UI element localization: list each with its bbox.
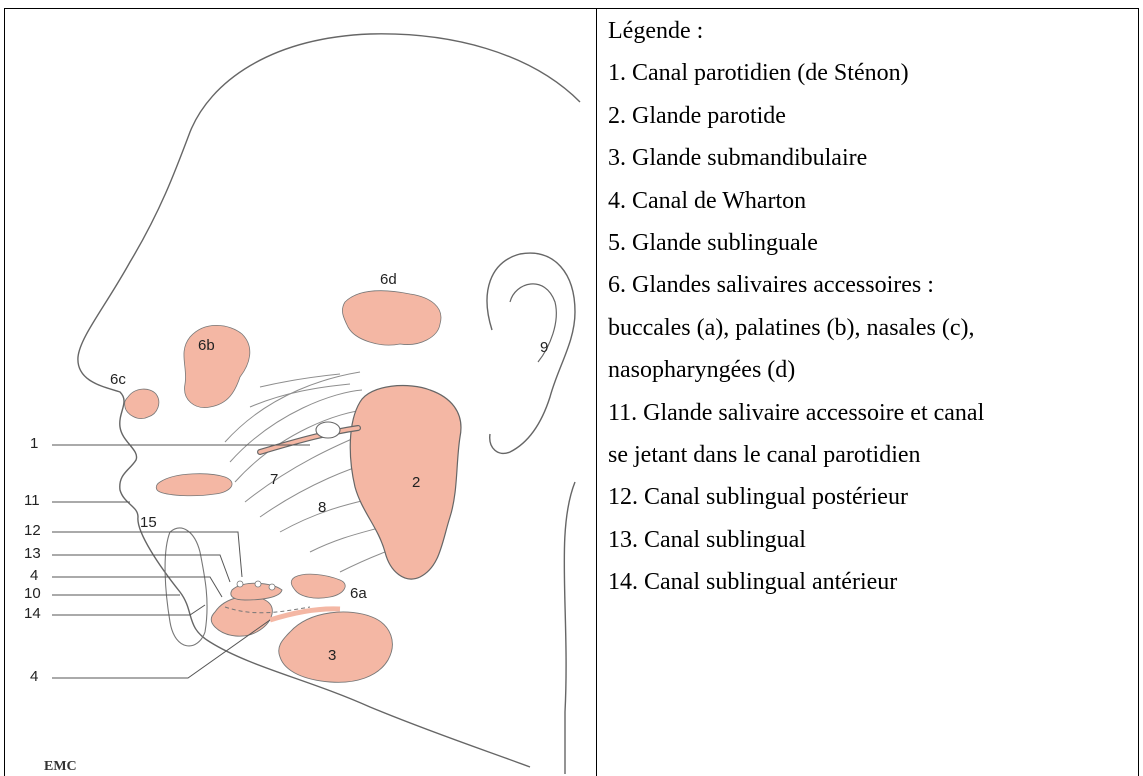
- sublingual-duct-opening: [269, 584, 275, 590]
- legend-item-11-cont: se jetant dans le canal parotidien: [608, 434, 1134, 476]
- label-14: 14: [24, 605, 41, 622]
- legend-title: Légende :: [608, 10, 1134, 52]
- label-4: 4: [30, 567, 38, 584]
- legend-item-5: 5. Glande sublinguale: [608, 222, 1134, 264]
- gland-6d: [342, 291, 441, 345]
- table-right-border: [1138, 8, 1139, 776]
- legend-item-1: 1. Canal parotidien (de Sténon): [608, 52, 1134, 94]
- ear-outline: [487, 253, 575, 453]
- table-column-divider: [596, 8, 597, 776]
- label-13: 13: [24, 545, 41, 562]
- label-6d: 6d: [380, 271, 397, 288]
- gland-6c: [125, 389, 159, 418]
- label-11: 11: [24, 492, 40, 509]
- accessory-parotid: [316, 422, 340, 438]
- table-top-border: [4, 8, 1138, 9]
- label-9: 9: [540, 339, 548, 356]
- legend-item-6: 6. Glandes salivaires accessoires :: [608, 264, 1134, 306]
- label-3: 3: [328, 647, 336, 664]
- parotid-duct-inner: [260, 428, 358, 452]
- label-1: 1: [30, 435, 38, 452]
- sublingual-gland: [211, 596, 272, 636]
- label-6b: 6b: [198, 337, 215, 354]
- label-6c: 6c: [110, 371, 126, 388]
- mandible-outline: [165, 528, 207, 646]
- gland-6b: [184, 325, 250, 407]
- legend-item-6-cont-2: nasopharyngées (d): [608, 349, 1134, 391]
- parotid-gland: [350, 386, 461, 579]
- legend-item-6-cont-1: buccales (a), palatines (b), nasales (c)…: [608, 307, 1134, 349]
- emc-logo: EMC: [44, 759, 77, 774]
- legend-item-2: 2. Glande parotide: [608, 95, 1134, 137]
- label-8: 8: [318, 499, 326, 516]
- label-6a: 6a: [350, 585, 367, 602]
- legend-item-14: 14. Canal sublingual antérieur: [608, 561, 1134, 603]
- label-7: 7: [270, 471, 278, 488]
- legend-item-13: 13. Canal sublingual: [608, 519, 1134, 561]
- label-15: 15: [140, 514, 157, 531]
- legend-item-11: 11. Glande salivaire accessoire et canal: [608, 392, 1134, 434]
- sublingual-duct-opening: [255, 581, 261, 587]
- legend-item-4: 4. Canal de Wharton: [608, 180, 1134, 222]
- legend-item-3: 3. Glande submandibulaire: [608, 137, 1134, 179]
- gland-6a: [291, 574, 345, 598]
- legend-item-12: 12. Canal sublingual postérieur: [608, 476, 1134, 518]
- table-left-border: [4, 8, 5, 776]
- label-4-lower: 4: [30, 668, 38, 685]
- label-12: 12: [24, 522, 41, 539]
- sublingual-duct-opening: [237, 581, 243, 587]
- neck-outline: [564, 482, 575, 774]
- label-10: 10: [24, 585, 41, 602]
- legend-panel: Légende : 1. Canal parotidien (de Sténon…: [608, 10, 1134, 603]
- ear-inner: [510, 284, 556, 362]
- gland-11: [156, 474, 232, 496]
- salivary-glands-illustration: 1 11 12 13 4 10 14 4 15 7 8 2 3 6a 6b 6c…: [10, 12, 590, 774]
- label-2: 2: [412, 474, 420, 491]
